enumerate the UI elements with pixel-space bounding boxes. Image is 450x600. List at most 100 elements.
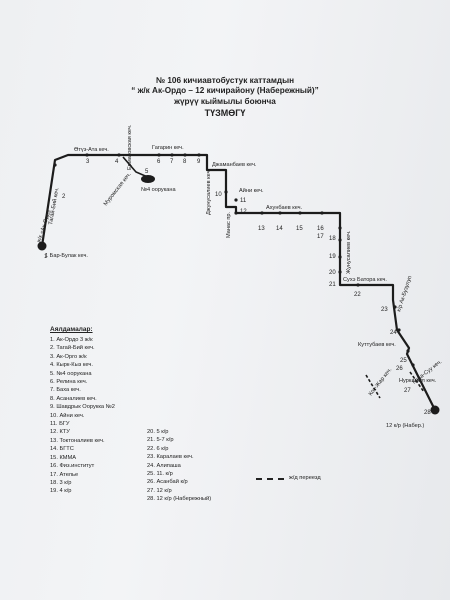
stop-dot[interactable] bbox=[117, 153, 121, 157]
stop-dot[interactable] bbox=[234, 211, 238, 215]
street-label: 1 Бар-Булак кеч. bbox=[45, 253, 88, 259]
street-label: №4 оорукана bbox=[141, 187, 177, 193]
stop-dot[interactable] bbox=[406, 349, 410, 353]
stop-dot[interactable] bbox=[397, 328, 401, 332]
rail-crossing-label: ж/д переезд bbox=[289, 475, 321, 481]
stop-dot[interactable] bbox=[170, 153, 174, 157]
legend-item: 7. Баха кеч. bbox=[50, 387, 81, 394]
stop-dot[interactable] bbox=[338, 226, 342, 230]
stop-dot[interactable] bbox=[411, 363, 415, 367]
legend-item: 22. 6 к/р bbox=[147, 445, 169, 452]
stop-dot[interactable] bbox=[183, 153, 187, 157]
legend-item: 21. 5-7 к/р bbox=[147, 437, 174, 444]
stop-number: 22 bbox=[354, 292, 361, 298]
stop-dot[interactable] bbox=[356, 283, 360, 287]
legend-item: 18. 3 к/р bbox=[50, 479, 72, 486]
legend-heading: Аялдамалар: bbox=[50, 326, 93, 333]
hospital-marker[interactable] bbox=[141, 175, 155, 183]
stop-dot[interactable] bbox=[53, 163, 57, 167]
stop-dot[interactable] bbox=[224, 190, 228, 194]
stop-dot[interactable] bbox=[278, 211, 282, 215]
stop-dot[interactable] bbox=[338, 255, 342, 259]
legend-item: 17. Ателье bbox=[50, 471, 79, 478]
stop-dot[interactable] bbox=[320, 211, 324, 215]
legend-item: 24. Алипаша bbox=[147, 462, 181, 469]
rail-crossing bbox=[365, 374, 381, 399]
stop-number: 21 bbox=[329, 282, 336, 288]
legend-item: 4. Кырк-Кыз кеч. bbox=[50, 362, 93, 369]
stop-number: 13 bbox=[258, 226, 265, 232]
title-line-2: “ ж/к Ак-Ордо – 12 кичирайону (Набережны… bbox=[131, 86, 319, 95]
legend-item: 27. 12 к/р bbox=[147, 487, 172, 494]
rail-crossing-symbol bbox=[256, 478, 284, 480]
stop-number: 23 bbox=[381, 307, 388, 313]
stop-dot[interactable] bbox=[430, 405, 440, 415]
stop-number: 6 bbox=[157, 159, 161, 165]
stop-number: 3 bbox=[86, 159, 90, 165]
street-label: Джунусалиев кеч. bbox=[206, 169, 212, 215]
legend-item: 9. Шавдрык Оорукка №2 bbox=[50, 404, 115, 411]
street-label: Манас пр. bbox=[226, 211, 232, 238]
stop-number: 15 bbox=[296, 226, 303, 232]
street-label: Жунусалиев кеч. bbox=[346, 230, 352, 274]
legend-item: 20. 5 к/р bbox=[147, 429, 169, 435]
street-label: Айни кеч. bbox=[239, 187, 264, 194]
rail-crossing bbox=[409, 371, 425, 393]
title-line-1: № 106 кичиавтобустук каттамдын bbox=[155, 76, 295, 85]
stop-number: 20 bbox=[329, 270, 336, 276]
legend-item: 12. КТУ bbox=[50, 429, 70, 436]
stop-number: 7 bbox=[170, 159, 174, 165]
street-label: Ермаковская кеч. bbox=[127, 124, 133, 170]
legend-item: 15. КММА bbox=[50, 454, 77, 461]
legend-item: 3. Ак-Орго ж/к bbox=[50, 353, 87, 360]
stop-number: 8 bbox=[183, 159, 187, 165]
stop-number: 24 bbox=[390, 330, 397, 336]
legend-item: 28. 12 к/р (Набережный) bbox=[147, 496, 212, 503]
stop-dot[interactable] bbox=[157, 153, 161, 157]
street-label: Ахунбаев кеч. bbox=[266, 205, 303, 211]
stop-dot[interactable] bbox=[85, 153, 89, 157]
legend-item: 5. №4 оорукана bbox=[50, 370, 92, 377]
stop-number: 16 bbox=[317, 226, 324, 232]
legend-item: 23. Каралаев кеч. bbox=[147, 454, 194, 461]
stop-number: 18 bbox=[329, 236, 336, 242]
stop-number: 5 bbox=[145, 169, 149, 175]
stop-dot[interactable] bbox=[37, 241, 47, 251]
legend-item: 11. БГУ bbox=[50, 421, 70, 428]
stop-number: 10 bbox=[215, 192, 222, 198]
stop-dot[interactable] bbox=[298, 211, 302, 215]
stop-number: 12 bbox=[240, 209, 247, 215]
stop-number: 1 bbox=[44, 254, 48, 260]
title-line-3: жүрүү кыймылы боюнча bbox=[174, 97, 276, 106]
legend-column: 20. 5 к/р 21. 5-7 к/р 22. 6 к/р 23. Кара… bbox=[147, 428, 211, 504]
stop-number: 11 bbox=[240, 198, 247, 204]
legend-item: 8. Асаналиев кеч. bbox=[50, 395, 97, 402]
stop-number: 9 bbox=[197, 159, 201, 165]
street-label: Муромская кеч. bbox=[103, 171, 133, 207]
stop-number: 19 bbox=[329, 254, 336, 260]
stop-dot[interactable] bbox=[393, 305, 397, 309]
legend-item: 19. 4 к/р bbox=[50, 488, 72, 495]
street-label: Нуркамал кеч. bbox=[399, 378, 437, 384]
stop-dot[interactable] bbox=[338, 238, 342, 242]
legend-item: 16. Физ.институт bbox=[50, 463, 95, 470]
title-line-4: ТҮЗМӨГҮ bbox=[204, 108, 246, 118]
stop-number: 2 bbox=[62, 194, 66, 200]
stop-number: 26 bbox=[396, 366, 403, 372]
stop-dot[interactable] bbox=[197, 153, 201, 157]
stop-number: 25 bbox=[400, 358, 407, 364]
legend-item: 2. Тагай-Бий кеч. bbox=[50, 345, 95, 352]
stop-dot[interactable] bbox=[260, 211, 264, 215]
stop-number: 17 bbox=[317, 234, 324, 240]
stop-dot[interactable] bbox=[338, 270, 342, 274]
legend-item: 13. Токтоналиев кеч. bbox=[50, 437, 105, 444]
stop-dot[interactable] bbox=[418, 378, 422, 382]
legend-column: 1. Ак-Ордо 3 ж/к 2. Тагай-Бий кеч. 3. Ак… bbox=[50, 336, 115, 496]
stop-dot[interactable] bbox=[234, 198, 238, 202]
legend-item: 26. Асанбай к/р bbox=[147, 479, 188, 486]
legend-item: 6. Релина кеч. bbox=[50, 379, 88, 386]
legend-item: 10. Айни кеч. bbox=[50, 412, 85, 419]
legend-item: 25. 11. к/р bbox=[147, 471, 173, 478]
